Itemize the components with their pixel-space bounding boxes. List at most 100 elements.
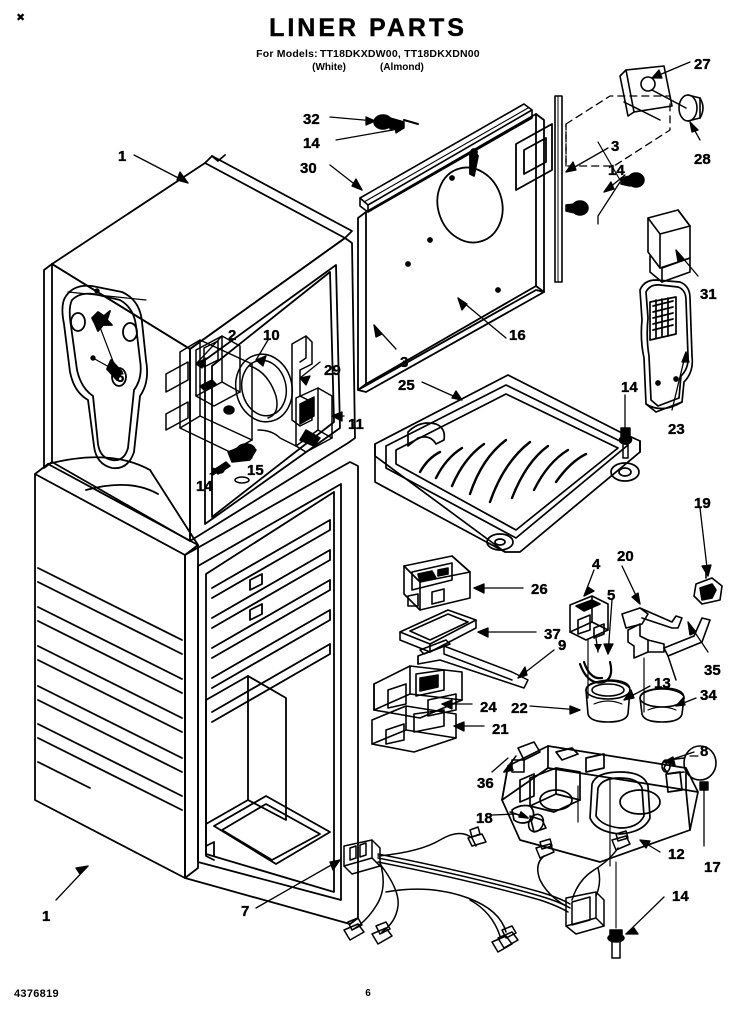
callout-31: 31 bbox=[700, 286, 717, 303]
leader-25 bbox=[421, 381, 463, 401]
bushing-18 bbox=[509, 811, 547, 833]
callout-27: 27 bbox=[694, 56, 711, 73]
hinge-plate-6 bbox=[61, 284, 149, 470]
page-title: LINER PARTS bbox=[269, 14, 467, 42]
control-26 bbox=[403, 555, 471, 611]
leader-14-bottom bbox=[625, 896, 665, 935]
model-number-2: TT18DKXDN00 bbox=[404, 48, 480, 60]
page-number: 6 bbox=[365, 988, 371, 999]
leader-5 bbox=[603, 599, 614, 655]
callout-7: 7 bbox=[241, 903, 250, 920]
leader-3-upper bbox=[565, 147, 609, 173]
leader-20 bbox=[621, 565, 641, 605]
screw-14-panel3 bbox=[565, 200, 589, 216]
model-number-1: TT18DKXDW00, bbox=[319, 48, 401, 60]
leader-22 bbox=[529, 705, 581, 715]
leader-1-bottom bbox=[55, 865, 89, 901]
callout-14-pan: 14 bbox=[621, 379, 638, 396]
callout-11: 11 bbox=[348, 416, 364, 433]
leader-13 bbox=[623, 685, 651, 701]
title-block: LINER PARTS For Models:TT18DKXDW00, TT18… bbox=[0, 14, 736, 73]
leader-34 bbox=[675, 697, 697, 707]
callout-30: 30 bbox=[300, 160, 317, 177]
leader-32 bbox=[329, 116, 376, 126]
rear-panel-16 bbox=[357, 113, 553, 393]
callout-18: 18 bbox=[476, 810, 493, 827]
spring-5 bbox=[578, 637, 613, 684]
callout-28: 28 bbox=[694, 151, 711, 168]
housing-24 bbox=[373, 665, 463, 719]
callout-17: 17 bbox=[704, 859, 721, 876]
cover-31 bbox=[647, 209, 691, 283]
gasket-37 bbox=[399, 609, 477, 653]
leader-19 bbox=[699, 507, 712, 577]
callout-36: 36 bbox=[477, 775, 494, 792]
callout-1-top: 1 bbox=[118, 148, 127, 165]
callout-14-bottom: 14 bbox=[672, 888, 689, 905]
callout-14-right: 14 bbox=[608, 162, 625, 179]
callout-13: 13 bbox=[654, 675, 671, 692]
leader-21 bbox=[453, 721, 485, 732]
leader-16 bbox=[457, 297, 507, 339]
clip-36 bbox=[503, 741, 541, 773]
callout-10: 10 bbox=[263, 327, 280, 344]
leader-27 bbox=[651, 61, 691, 79]
leader-1-top bbox=[133, 154, 189, 184]
callout-21: 21 bbox=[492, 721, 509, 738]
bracket-27 bbox=[619, 65, 687, 121]
leader-30 bbox=[329, 164, 363, 191]
callout-14-fan: 14 bbox=[196, 478, 213, 495]
leader-37 bbox=[477, 627, 537, 638]
callout-32: 32 bbox=[303, 111, 320, 128]
leader-28 bbox=[689, 121, 701, 141]
leader-3-lower bbox=[373, 324, 397, 350]
registration-mark-icon: ✖ bbox=[16, 11, 26, 24]
leader-26 bbox=[473, 583, 524, 594]
callout-26: 26 bbox=[531, 581, 548, 598]
knob-8 bbox=[661, 745, 717, 781]
finish-line: (White)(Almond) bbox=[0, 62, 736, 73]
callout-6: 6 bbox=[116, 369, 125, 386]
leader-9 bbox=[517, 649, 555, 679]
callout-12: 12 bbox=[668, 846, 685, 863]
cap-34 bbox=[639, 687, 685, 723]
callout-4: 4 bbox=[592, 556, 601, 573]
switch-4 bbox=[569, 595, 609, 699]
lever-20 bbox=[621, 607, 711, 713]
callout-22: 22 bbox=[511, 700, 528, 717]
liner-cabinet bbox=[34, 154, 359, 925]
leader-36 bbox=[491, 757, 509, 773]
callout-29: 29 bbox=[324, 362, 341, 379]
callout-34: 34 bbox=[700, 687, 717, 704]
finish-white: (White) bbox=[312, 62, 346, 73]
panel-3-upper bbox=[554, 95, 671, 283]
models-line: For Models:TT18DKXDW00, TT18DKXDN00 bbox=[0, 48, 736, 60]
screw-14-bottom bbox=[607, 861, 625, 959]
leader-6 bbox=[92, 357, 119, 373]
callout-24: 24 bbox=[480, 699, 497, 716]
screw-14-right bbox=[597, 141, 645, 188]
callout-5: 5 bbox=[607, 587, 616, 604]
leader-12 bbox=[639, 839, 661, 853]
callout-37: 37 bbox=[544, 626, 561, 643]
callout-19: 19 bbox=[694, 495, 711, 512]
callout-15: 15 bbox=[247, 462, 264, 479]
callout-9: 9 bbox=[558, 637, 567, 654]
leader-8 bbox=[663, 751, 695, 766]
callout-2: 2 bbox=[228, 327, 237, 344]
callout-3-upper: 3 bbox=[611, 138, 620, 155]
callout-25: 25 bbox=[398, 377, 415, 394]
cup-13 bbox=[585, 679, 631, 723]
callout-16: 16 bbox=[509, 327, 526, 344]
screw-14-top bbox=[335, 125, 405, 141]
leader-23 bbox=[671, 351, 690, 411]
callout-8: 8 bbox=[700, 743, 709, 760]
callout-23: 23 bbox=[668, 421, 685, 438]
leader-24 bbox=[441, 699, 473, 710]
document-part-number: 4376819 bbox=[14, 988, 59, 1000]
leader-31 bbox=[675, 249, 699, 277]
leader-18 bbox=[491, 813, 517, 816]
leader-35 bbox=[687, 621, 709, 653]
drip-pan-25 bbox=[374, 374, 641, 553]
